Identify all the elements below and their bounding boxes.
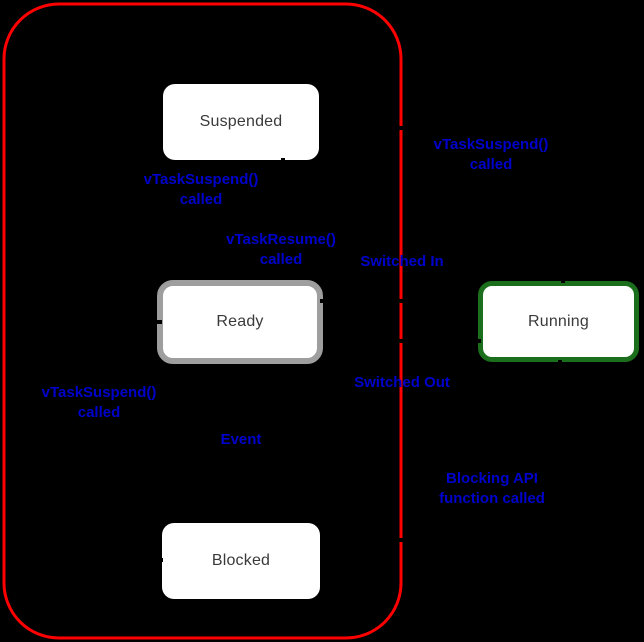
state-label-blocked: Blocked (211, 552, 271, 569)
state-label-ready: Ready (216, 313, 264, 330)
edge-label-running-to-blocked: Blocking API function called (439, 470, 545, 507)
edge-label-suspended-to-ready: vTaskResume() called (226, 231, 336, 268)
state-node-running: Running (478, 281, 639, 362)
edge-label-switched-in: Switched In (360, 253, 444, 270)
state-node-ready: Ready (157, 280, 323, 364)
edge-label-blocked-to-suspended: vTaskSuspend() called (41, 384, 157, 421)
state-node-suspended: Suspended (163, 84, 319, 160)
edge-label-running-to-suspended: vTaskSuspend() called (433, 136, 549, 173)
edge-label-event: Event (220, 431, 262, 448)
state-label-suspended: Suspended (199, 113, 283, 130)
edge-label-ready-to-suspended: vTaskSuspend() called (143, 171, 259, 208)
state-label-running: Running (527, 312, 589, 330)
state-node-blocked: Blocked (162, 523, 320, 599)
edge-label-switched-out: Switched Out (354, 374, 450, 391)
